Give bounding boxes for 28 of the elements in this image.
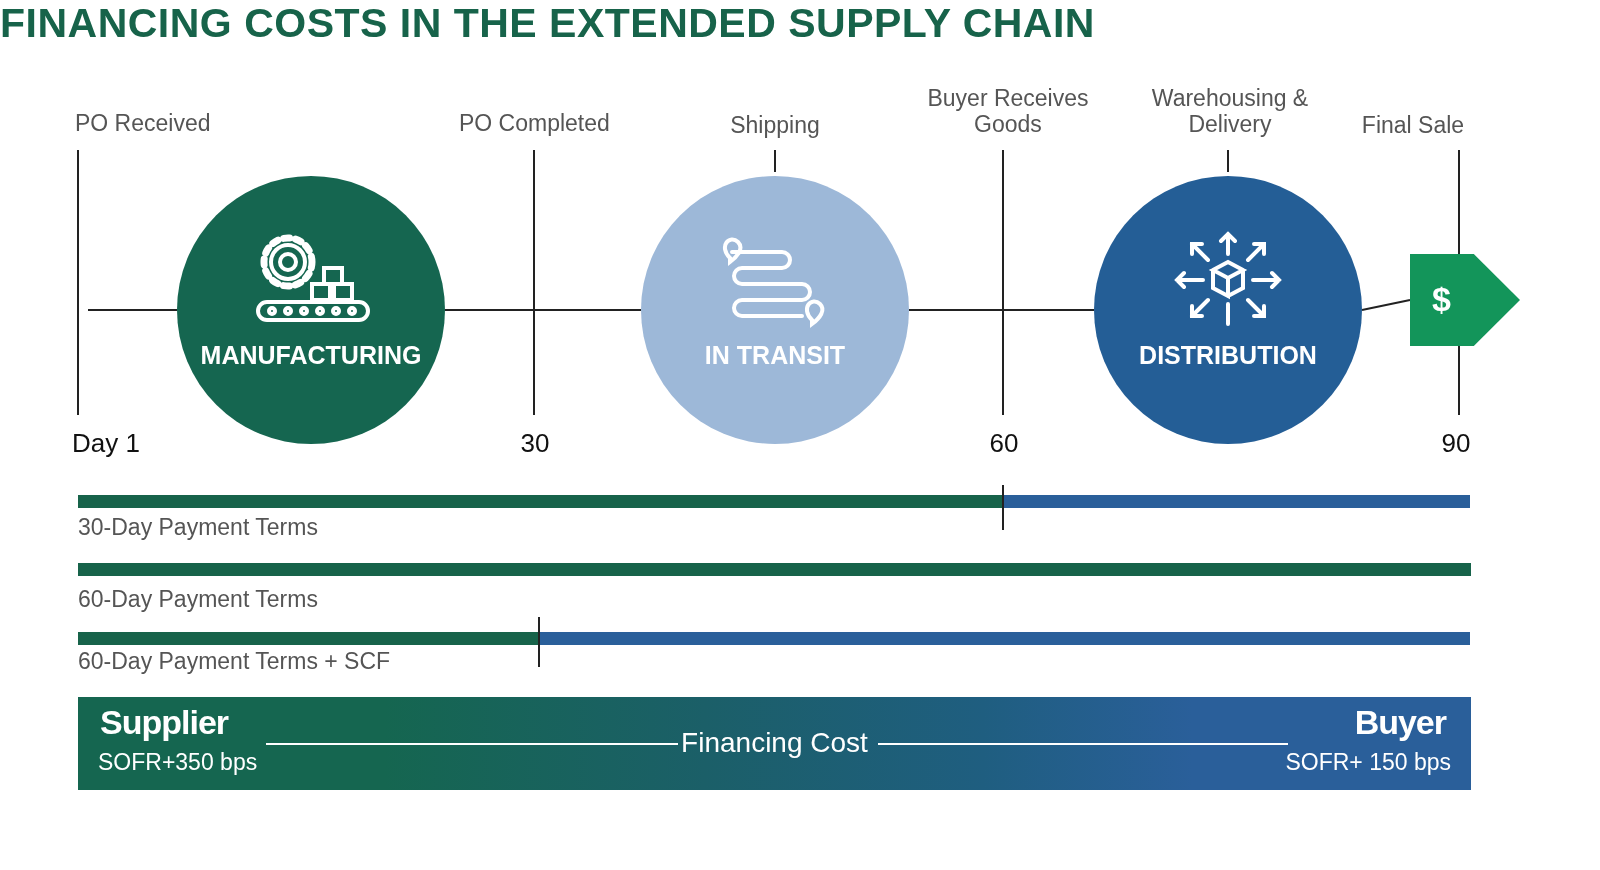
stage-label: DISTRIBUTION [1138, 341, 1318, 370]
milestone-label: Shipping [730, 112, 820, 138]
stage-label: MANUFACTURING [199, 341, 423, 370]
bar-caption: 60-Day Payment Terms [78, 586, 318, 612]
day-number: Day 1 [72, 430, 140, 456]
party-name: Supplier [100, 703, 229, 742]
stage-label: IN TRANSIT [703, 341, 847, 370]
milestone-label: PO Completed [459, 110, 610, 136]
rate-text: SOFR+ 150 bps [1285, 749, 1451, 776]
band-title: Financing Cost [681, 727, 868, 759]
dollar-sign: $ [1432, 280, 1451, 319]
timeline-connector [444, 309, 642, 311]
milestone-label: Warehousing & Delivery [1150, 85, 1310, 137]
financing-cost-band [78, 697, 1471, 790]
timeline-connector [908, 309, 1095, 311]
milestone-label: Buyer Receives Goods [926, 85, 1090, 137]
milestone-label: PO Received [75, 110, 211, 136]
day-number: 90 [1441, 430, 1471, 456]
day-number: 30 [520, 430, 550, 456]
party-name: Buyer [1354, 703, 1446, 742]
timeline-connector [1361, 299, 1411, 311]
bar-caption: 30-Day Payment Terms [78, 514, 318, 540]
rate-text: SOFR+350 bps [98, 749, 258, 776]
title: FINANCING COSTS IN THE EXTENDED SUPPLY CHAIN [0, 0, 1096, 47]
bar-caption: 60-Day Payment Terms + SCF [78, 648, 391, 674]
day-number: 60 [989, 430, 1019, 456]
milestone-label: Final Sale [1361, 112, 1465, 138]
price-tag [1410, 254, 1520, 346]
